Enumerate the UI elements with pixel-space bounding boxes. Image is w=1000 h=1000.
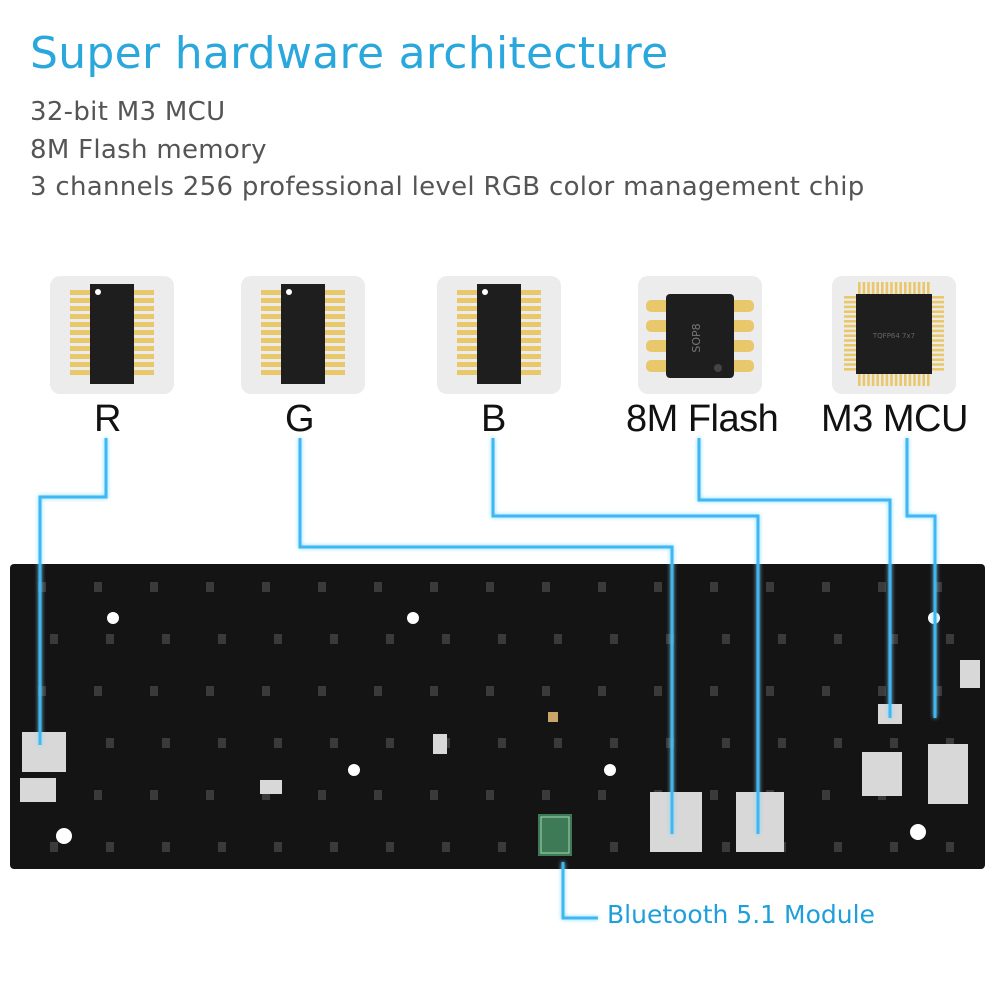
g-chip-image [241,276,365,394]
tqfp-marking: TQFP64 7x7 [872,332,915,340]
flash-chip-image: SOP8 [638,276,762,394]
sop8-marking: SOP8 [690,323,703,352]
chip-label-g: G [285,398,315,440]
mcu-chip-image: TQFP64 7x7 [832,276,956,394]
bluetooth-module-label: Bluetooth 5.1 Module [607,900,875,929]
feature-flash: 8M Flash memory [30,135,267,165]
feature-rgb: 3 channels 256 professional level RGB co… [30,172,865,202]
chip-label-b: B [481,398,506,440]
chip-label-mcu: M3 MCU [821,398,968,440]
chip-label-r: R [94,398,121,440]
chip-label-flash: 8M Flash [626,398,779,440]
page-title: Super hardware architecture [30,28,669,79]
r-chip-image [50,276,174,394]
pcb-board-image [10,564,985,869]
b-chip-image [437,276,561,394]
feature-mcu: 32-bit M3 MCU [30,97,226,127]
